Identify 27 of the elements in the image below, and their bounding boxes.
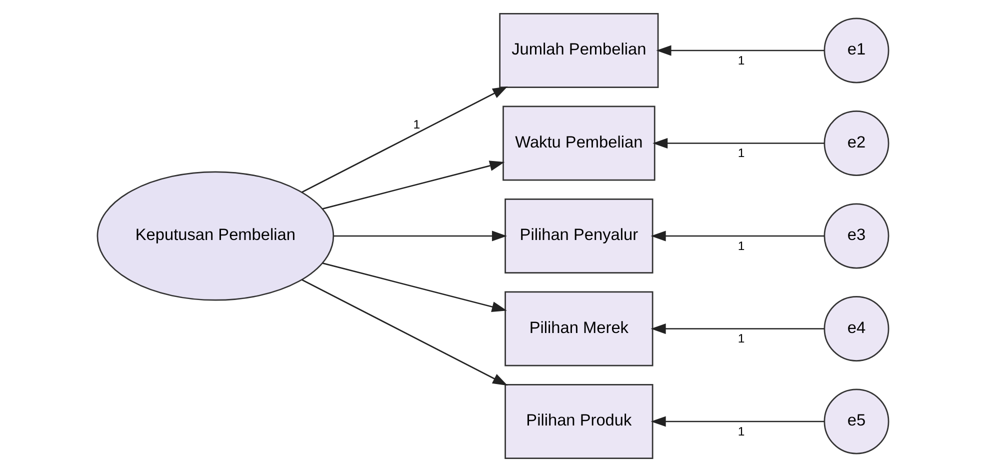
node-circle: e2 bbox=[823, 110, 889, 176]
arrow bbox=[322, 160, 504, 210]
arrow bbox=[301, 86, 508, 193]
arrow bbox=[301, 279, 508, 386]
edge-label: 1 bbox=[737, 332, 744, 346]
edge-label: 1 bbox=[737, 424, 744, 438]
node-circle: e5 bbox=[823, 388, 889, 454]
arrow bbox=[656, 45, 824, 56]
arrow bbox=[322, 262, 506, 312]
edge-label: 1 bbox=[737, 146, 744, 160]
arrow bbox=[650, 230, 824, 242]
arrow bbox=[650, 416, 824, 427]
node-box: Jumlah Pembelian bbox=[498, 13, 658, 88]
arrow bbox=[332, 230, 506, 242]
node-circle: e3 bbox=[823, 203, 889, 269]
arrow bbox=[650, 323, 824, 334]
node-box: Pilihan Penyalur bbox=[504, 198, 653, 274]
edge-label: 1 bbox=[737, 53, 744, 68]
node-circle: e1 bbox=[823, 18, 889, 84]
edge-label: 1 bbox=[412, 118, 420, 132]
node-box: Pilihan Produk bbox=[504, 384, 653, 459]
edge-label: 1 bbox=[737, 238, 744, 253]
node-box: Waktu Pembelian bbox=[502, 106, 655, 181]
node-circle: e4 bbox=[823, 296, 889, 362]
node-box: Pilihan Merek bbox=[504, 291, 653, 366]
arrow bbox=[652, 138, 824, 149]
node-ellipse: Keputusan Pembelian bbox=[96, 171, 334, 301]
